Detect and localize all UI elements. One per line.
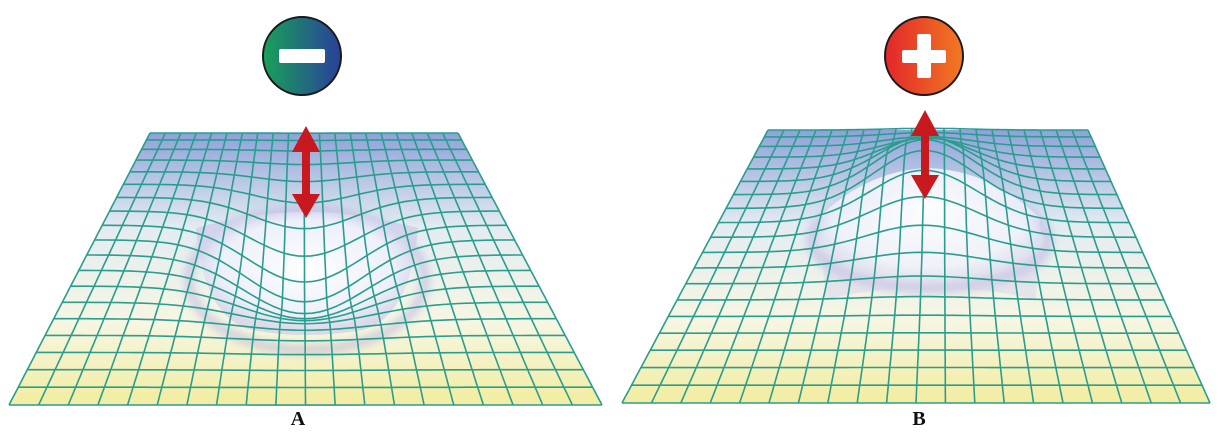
grid-line (27, 370, 583, 371)
panel-label-b: B (889, 408, 949, 431)
panel-a (9, 17, 602, 405)
charge-minus-icon (263, 17, 341, 95)
panel-b (622, 17, 1210, 403)
panel-label-a: A (268, 408, 328, 431)
charge-plus-icon (885, 17, 963, 95)
